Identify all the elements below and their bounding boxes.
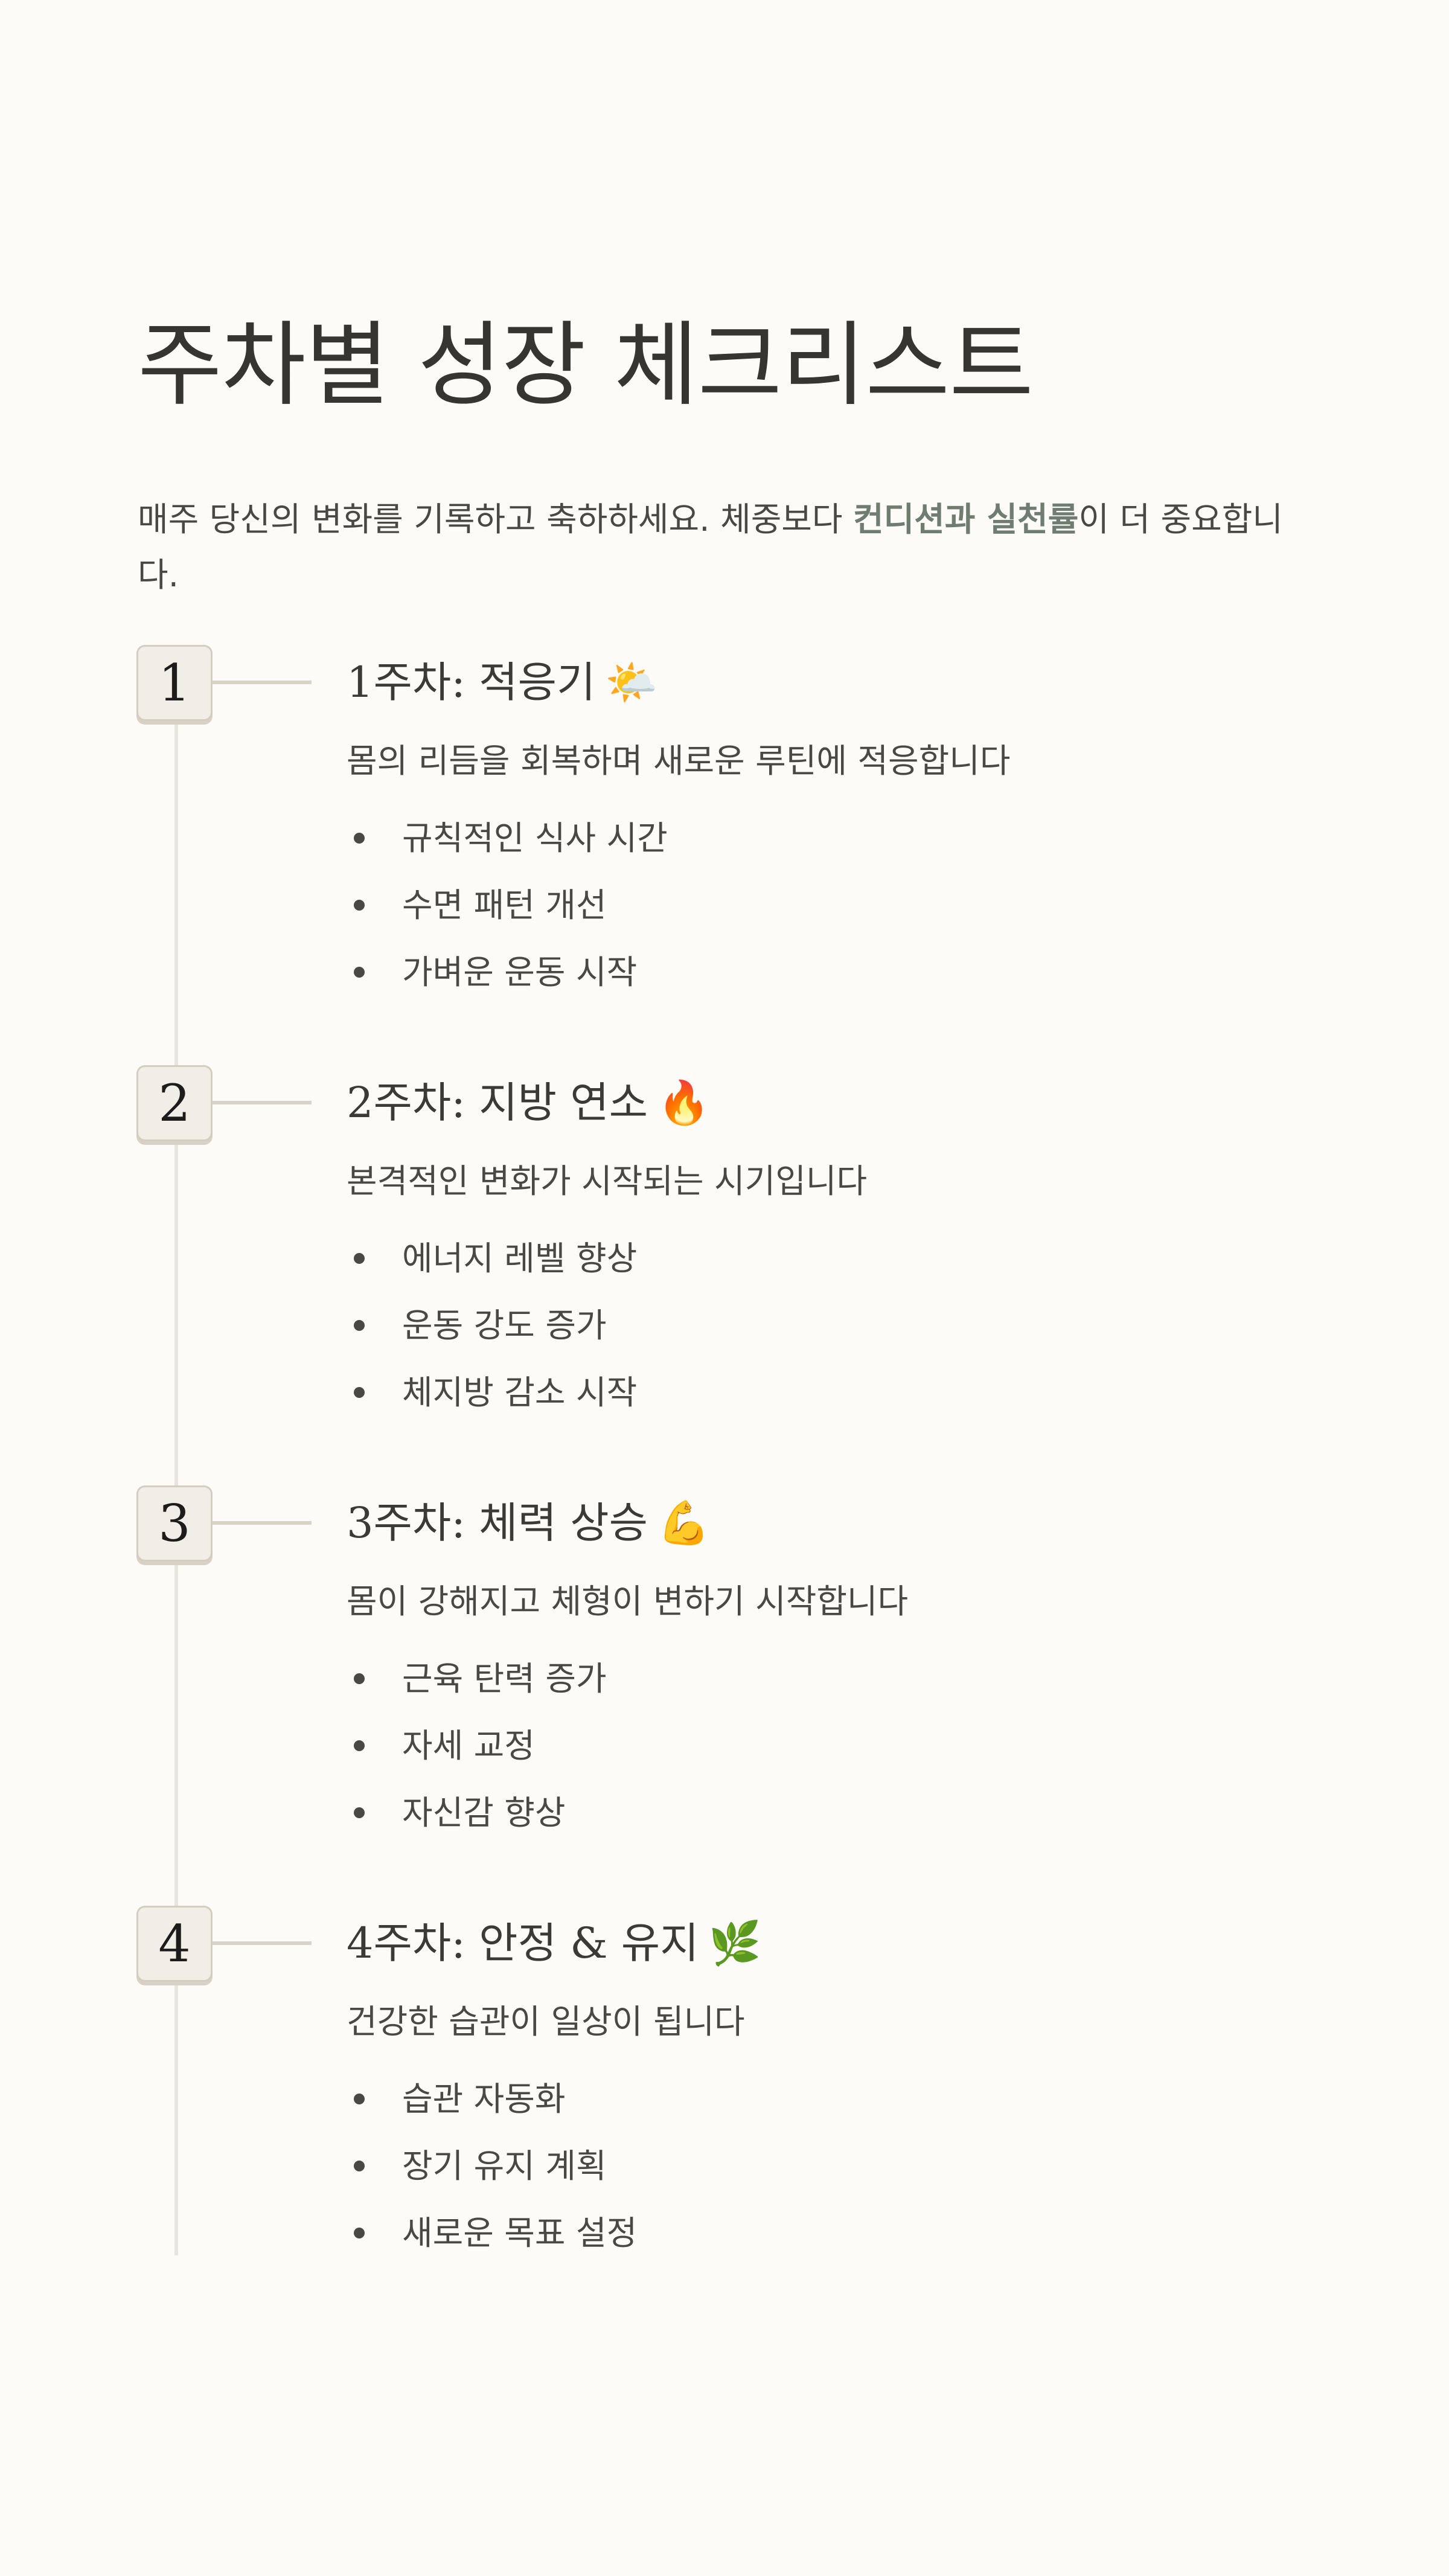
checklist-item-label: 근육 탄력 증가 — [402, 1659, 607, 1698]
bullet-icon — [354, 2228, 365, 2238]
week-description: 건강한 습관이 일상이 됩니다 — [347, 2002, 745, 2041]
checklist-item: 수면 패턴 개선 — [347, 881, 668, 948]
week-number-badge: 1 — [136, 645, 213, 721]
week-title: 3주차: 체력 상승💪 — [347, 1487, 710, 1559]
week-checklist: 습관 자동화 장기 유지 계획 새로운 목표 설정 — [347, 2075, 637, 2276]
checklist-item: 근육 탄력 증가 — [347, 1655, 607, 1722]
checklist-item-label: 장기 유지 계획 — [402, 2147, 607, 2185]
checklist-item-label: 자세 교정 — [402, 1726, 535, 1765]
checklist-item: 습관 자동화 — [347, 2075, 637, 2142]
checklist-item: 에너지 레벨 향상 — [347, 1234, 637, 1301]
week-checklist: 규칙적인 식사 시간 수면 패턴 개선 가벼운 운동 시작 — [347, 814, 668, 1015]
bullet-icon — [354, 1740, 365, 1751]
week-title: 1주차: 적응기🌤️ — [347, 646, 658, 719]
week-checklist: 근육 탄력 증가 자세 교정 자신감 향상 — [347, 1655, 607, 1856]
intro-text-end: 이 더 중요합니다. — [138, 500, 1283, 594]
bullet-icon — [354, 1320, 365, 1331]
checklist-item-label: 습관 자동화 — [402, 2080, 566, 2118]
checklist-item-label: 체지방 감소 시작 — [402, 1373, 638, 1412]
intro-highlight: 컨디션과 실천률 — [852, 500, 1079, 539]
sun-behind-cloud-icon: 🌤️ — [605, 658, 658, 707]
checklist-item-label: 자신감 향상 — [402, 1793, 566, 1832]
intro-text-start: 매주 당신의 변화를 기록하고 축하하세요. 체중보다 — [138, 500, 853, 539]
timeline-connector — [213, 681, 312, 684]
checklist-item-label: 규칙적인 식사 시간 — [402, 819, 668, 857]
bullet-icon — [354, 2094, 365, 2104]
checklist-item-label: 새로운 목표 설정 — [402, 2214, 638, 2252]
checklist-item-label: 수면 패턴 개선 — [402, 886, 607, 924]
checklist-item: 체지방 감소 시작 — [347, 1368, 637, 1435]
week-title-text: 4주차: 안정 & 유지 — [347, 1918, 699, 1968]
week-number-badge: 3 — [136, 1485, 213, 1562]
bullet-icon — [354, 967, 365, 978]
page-title: 주차별 성장 체크리스트 — [138, 312, 1034, 418]
timeline-connector — [213, 1521, 312, 1525]
checklist-item: 자세 교정 — [347, 1722, 607, 1789]
checklist-item-label: 운동 강도 증가 — [402, 1306, 607, 1345]
week-title: 2주차: 지방 연소🔥 — [347, 1066, 710, 1139]
week-description: 몸이 강해지고 체형이 변하기 시작합니다 — [347, 1582, 909, 1621]
checklist-item: 장기 유지 계획 — [347, 2142, 637, 2209]
checklist-item: 가벼운 운동 시작 — [347, 948, 668, 1015]
week-title-text: 2주차: 지방 연소 — [347, 1078, 648, 1127]
week-title-text: 3주차: 체력 상승 — [347, 1498, 648, 1548]
checklist-item: 자신감 향상 — [347, 1789, 607, 1856]
bullet-icon — [354, 900, 365, 911]
herb-icon: 🌿 — [708, 1918, 761, 1968]
bullet-icon — [354, 2161, 365, 2171]
week-title-text: 1주차: 적응기 — [347, 658, 596, 707]
checklist-item: 규칙적인 식사 시간 — [347, 814, 668, 881]
timeline-connector — [213, 1101, 312, 1104]
bullet-icon — [354, 1673, 365, 1684]
bullet-icon — [354, 1387, 365, 1398]
week-description: 몸의 리듬을 회복하며 새로운 루틴에 적응합니다 — [347, 742, 1011, 780]
week-description: 본격적인 변화가 시작되는 시기입니다 — [347, 1162, 868, 1200]
flexed-biceps-icon: 💪 — [657, 1498, 711, 1548]
timeline-connector — [213, 1941, 312, 1945]
week-number-badge: 2 — [136, 1065, 213, 1141]
bullet-icon — [354, 1807, 365, 1818]
checklist-item-label: 에너지 레벨 향상 — [402, 1239, 638, 1278]
checklist-item: 운동 강도 증가 — [347, 1301, 637, 1368]
checklist-item-label: 가벼운 운동 시작 — [402, 953, 638, 992]
bullet-icon — [354, 833, 365, 844]
week-checklist: 에너지 레벨 향상 운동 강도 증가 체지방 감소 시작 — [347, 1234, 637, 1435]
week-number-badge: 4 — [136, 1906, 213, 1982]
fire-icon: 🔥 — [657, 1078, 711, 1127]
intro-text: 매주 당신의 변화를 기록하고 축하하세요. 체중보다 컨디션과 실천률이 더 … — [138, 492, 1321, 603]
week-title: 4주차: 안정 & 유지🌿 — [347, 1907, 761, 1979]
bullet-icon — [354, 1253, 365, 1264]
timeline-line — [174, 688, 178, 2255]
checklist-item: 새로운 목표 설정 — [347, 2209, 637, 2276]
